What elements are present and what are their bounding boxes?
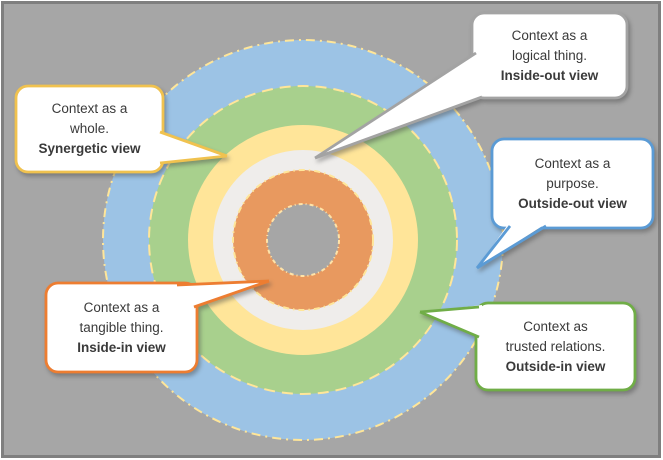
callout-tangible-bubble (44, 279, 270, 374)
callout-trusted-bubble (419, 301, 637, 392)
callout-whole-bubble (14, 84, 228, 174)
callout-purpose-bubble (475, 137, 655, 270)
center-hole (266, 203, 340, 277)
callout-logical-bubble (314, 11, 629, 160)
